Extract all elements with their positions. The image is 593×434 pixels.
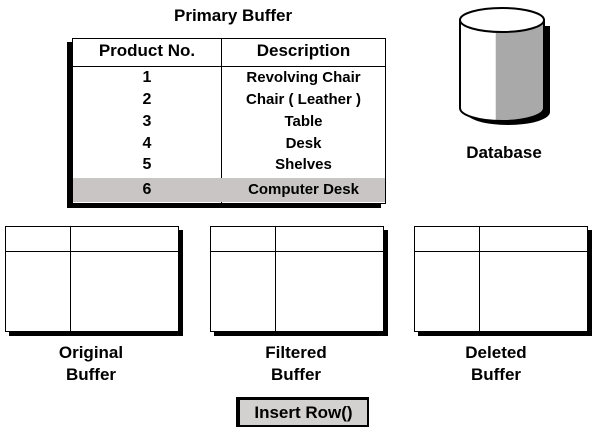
filtered-buffer-label-line2: Buffer	[270, 365, 322, 384]
filtered-buffer-label-line1: Filtered	[265, 343, 327, 362]
table-row[interactable]: 4 Desk	[73, 133, 385, 155]
table-row[interactable]: 3 Table	[73, 111, 385, 133]
primary-buffer-table: Product No. Description 1 Revolving Chai…	[72, 38, 386, 204]
insert-row-button[interactable]: Insert Row()	[236, 397, 369, 427]
original-buffer-label-line2: Buffer	[65, 365, 117, 384]
filtered-buffer-table	[210, 226, 384, 332]
original-buffer-label: Original Buffer	[5, 342, 177, 386]
buffer-header-line	[415, 251, 587, 252]
column-divider	[221, 39, 222, 203]
database-cylinder-icon	[459, 7, 550, 125]
buffer-column-line	[275, 227, 276, 331]
table-row[interactable]: 2 Chair ( Leather )	[73, 89, 385, 111]
description-cell: Computer Desk	[248, 181, 359, 198]
header-description: Description	[256, 41, 351, 60]
description-cell: Shelves	[275, 156, 332, 173]
filtered-buffer-label: Filtered Buffer	[210, 342, 382, 386]
product-no-cell: 4	[142, 135, 152, 152]
buffer-header-line	[211, 251, 383, 252]
product-no-cell: 3	[142, 113, 152, 130]
buffer-column-line	[70, 227, 71, 331]
table-row[interactable]: 1 Revolving Chair	[73, 67, 385, 89]
original-buffer-table	[5, 226, 179, 332]
primary-buffer-header-row: Product No. Description	[73, 39, 385, 67]
buffer-header-line	[6, 251, 178, 252]
description-cell: Chair ( Leather )	[245, 91, 362, 108]
database-label: Database	[466, 143, 542, 162]
header-product-no: Product No.	[98, 41, 196, 60]
deleted-buffer-table	[414, 226, 588, 332]
original-buffer-label-line1: Original	[58, 343, 124, 362]
deleted-buffer-label-line1: Deleted	[465, 343, 527, 362]
description-cell: Revolving Chair	[246, 69, 361, 86]
table-row-selected[interactable]: 6 Computer Desk	[73, 178, 385, 202]
buffer-column-line	[479, 227, 480, 331]
deleted-buffer-label-line2: Buffer	[470, 365, 522, 384]
description-cell: Table	[284, 113, 323, 130]
product-no-cell: 5	[142, 156, 152, 173]
deleted-buffer-label: Deleted Buffer	[414, 342, 578, 386]
product-no-cell: 6	[142, 181, 152, 198]
primary-buffer-title: Primary Buffer	[174, 6, 293, 25]
product-no-cell: 1	[142, 69, 152, 86]
description-cell: Desk	[285, 135, 322, 152]
table-row[interactable]: 5 Shelves	[73, 154, 385, 176]
product-no-cell: 2	[142, 91, 152, 108]
